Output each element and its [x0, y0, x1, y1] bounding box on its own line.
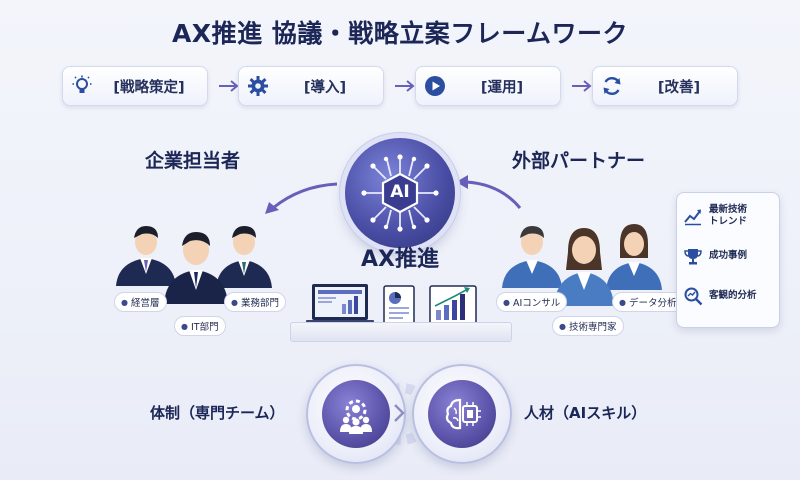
left-tag-it: ● IT部門: [174, 316, 226, 336]
step-strategy: [戦略策定]: [62, 66, 208, 106]
person-icon: ●: [181, 321, 188, 331]
talent-label: 人材（AIスキル）: [524, 404, 647, 422]
arrow-from-partner-icon: [456, 175, 522, 209]
gear-icon: [239, 66, 277, 106]
partner-staff-illustration: [502, 224, 662, 306]
talent-emblem: [412, 364, 512, 464]
document-icon: [383, 285, 415, 325]
partner-value-card: 最新技術 トレンド 成功事例 客観的分析: [676, 192, 780, 328]
process-flow: [戦略策定] [導入]: [62, 66, 738, 106]
step-operation: [運用]: [415, 66, 561, 106]
right-group-title: 外部パートナー: [512, 150, 646, 172]
right-tag-expert: ● 技術専門家: [552, 316, 624, 336]
trend-chart-icon: [684, 209, 701, 226]
info-label: 最新技術 トレンド: [709, 204, 748, 227]
laptop-icon: [306, 284, 374, 324]
step-label: [改善]: [657, 79, 701, 96]
executive-person-icon: [116, 226, 176, 286]
trophy-icon: [684, 249, 702, 265]
arrow-right-icon: [219, 80, 239, 92]
it-person-icon: [164, 232, 228, 304]
chevron-right-icon: [394, 404, 405, 422]
growth-chart-icon: [429, 285, 477, 325]
step-improvement: [改善]: [592, 66, 738, 106]
left-tag-business: ● 業務部門: [224, 292, 286, 312]
expert-person-icon: [554, 228, 614, 306]
arrow-right-icon: [395, 80, 415, 92]
ai-chip-icon: [361, 154, 439, 232]
person-icon: ●: [619, 297, 626, 307]
step-introduction: [導入]: [238, 66, 384, 106]
ai-chip-emblem: AI: [345, 138, 455, 248]
lightbulb-icon: [63, 66, 101, 106]
desk: [290, 322, 512, 342]
left-group-title: 企業担当者: [145, 150, 241, 172]
company-staff-illustration: [116, 226, 272, 304]
magnifier-chart-icon: [684, 287, 703, 306]
devices-illustration: [306, 284, 477, 325]
team-gear-icon: [322, 380, 390, 448]
analyst-person-icon: [606, 224, 662, 290]
right-tag-data: ● データ分析: [612, 292, 684, 312]
info-label: 客観的分析: [709, 290, 757, 302]
step-label: [戦略策定]: [113, 79, 185, 96]
person-icon: ●: [231, 297, 238, 307]
page-title: AX推進 協議・戦略立案フレームワーク: [171, 19, 629, 48]
info-item-cases: 成功事例: [683, 241, 773, 271]
person-icon: ●: [121, 297, 128, 307]
person-icon: ●: [559, 321, 566, 331]
play-icon: [416, 66, 454, 106]
info-item-analysis: 客観的分析: [683, 281, 773, 311]
center-label: AX推進: [361, 247, 439, 272]
arrow-right-icon: [572, 80, 592, 92]
brain-chip-icon: [428, 380, 496, 448]
business-person-icon: [216, 226, 272, 288]
person-icon: ●: [503, 297, 510, 307]
ai-badge-text: AI: [390, 182, 410, 202]
structure-label: 体制（専門チーム）: [150, 404, 285, 422]
team-structure-emblem: [306, 364, 406, 464]
info-item-trend: 最新技術 トレンド: [683, 201, 773, 231]
step-label: [導入]: [303, 79, 347, 96]
arrow-to-company-icon: [265, 182, 338, 214]
consultant-person-icon: [502, 226, 562, 288]
info-label: 成功事例: [709, 250, 748, 262]
refresh-icon: [593, 66, 631, 106]
step-label: [運用]: [480, 79, 524, 96]
left-tag-executive: ● 経営層: [114, 292, 167, 312]
right-tag-consultant: ● AIコンサル: [496, 292, 568, 312]
